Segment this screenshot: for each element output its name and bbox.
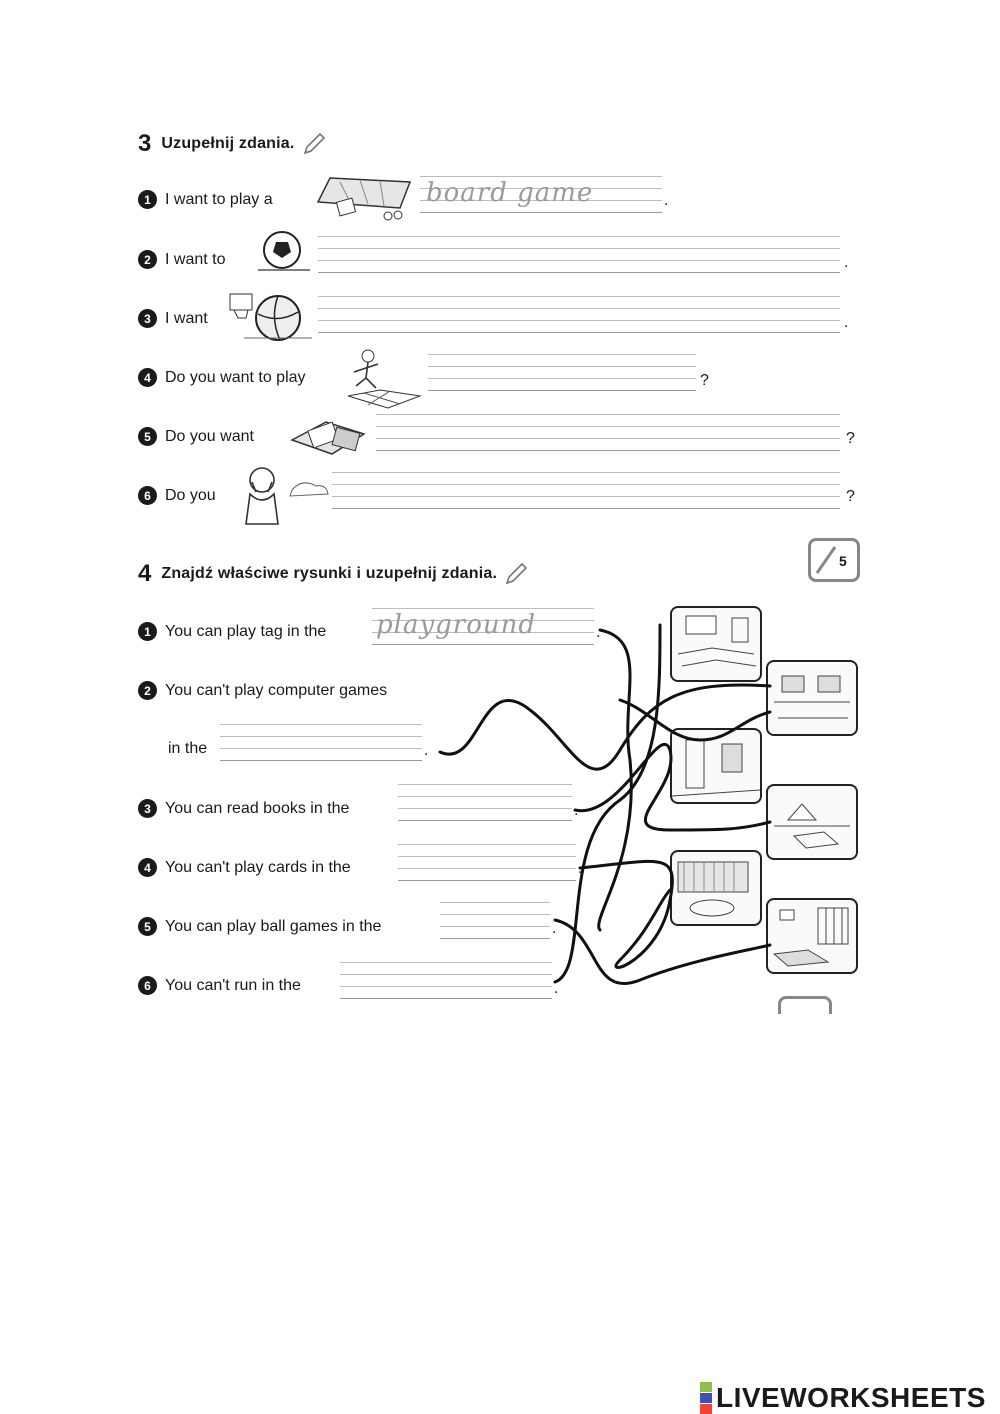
item-end-mark: ?: [700, 372, 709, 389]
answer-line-4-4[interactable]: [398, 844, 576, 884]
score-max: 5: [839, 553, 847, 569]
answer-line-4-5[interactable]: [440, 902, 550, 942]
cards-icon: [290, 421, 366, 455]
computer-room-icon: [774, 675, 850, 719]
item-end-mark: .: [664, 192, 669, 209]
answer-line-4-3[interactable]: [398, 784, 572, 824]
item-text: You can't run in the: [165, 976, 301, 994]
item-end-mark: .: [552, 920, 557, 937]
item-number-badge: 1: [138, 190, 157, 209]
answer-line-3-4[interactable]: [428, 354, 696, 394]
item-number-badge: 4: [138, 858, 157, 877]
item-text: You can play tag in the: [165, 622, 327, 640]
section3-number: 3: [138, 130, 152, 157]
picture-computer-room: [766, 660, 858, 736]
section4-item-2: 2 You can't play computer games: [138, 681, 387, 700]
item-end-mark: .: [596, 624, 601, 641]
traced-answer: board game: [426, 178, 594, 208]
picture-gym: [766, 898, 858, 974]
section3-item-5: 5 Do you want: [138, 427, 254, 446]
hopscotch-icon: [347, 349, 422, 409]
picture-corridor: [670, 728, 762, 804]
score-box: 5: [808, 538, 860, 582]
item-text: Do you want to play: [165, 368, 306, 386]
item-end-mark: ?: [846, 430, 855, 447]
item-text: You can play ball games in the: [165, 917, 382, 935]
pencil-icon: [303, 132, 325, 155]
picture-library: [670, 850, 762, 926]
section4-item-1: 1 You can play tag in the: [138, 622, 326, 641]
section3-header: 3 Uzupełnij zdania.: [138, 130, 327, 158]
item-text: I want to: [165, 250, 226, 268]
traced-answer: playground: [376, 610, 537, 640]
item-number-badge: 3: [138, 309, 157, 328]
answer-line-3-3[interactable]: [318, 296, 840, 336]
item-text: You can't play computer games: [165, 681, 388, 699]
item-end-mark: .: [844, 254, 849, 271]
classroom-icon: [677, 615, 757, 667]
section4-number: 4: [138, 560, 152, 587]
answer-line-3-1[interactable]: board game: [420, 176, 662, 216]
section4-header: 4 Znajdź właściwe rysunki i uzupełnij zd…: [138, 560, 529, 588]
section4-item-6: 6 You can't run in the: [138, 976, 301, 995]
section3-item-4: 4 Do you want to play: [138, 368, 306, 387]
score-slash: [815, 546, 837, 574]
corridor-icon: [672, 739, 760, 797]
item-number-badge: 3: [138, 799, 157, 818]
section4-item-3: 3 You can read books in the: [138, 799, 349, 818]
board-game-icon: [316, 177, 412, 221]
item-text-continued: in the: [168, 740, 208, 757]
pencil-icon: [505, 562, 528, 585]
item-text: I want to play a: [165, 190, 273, 208]
gym-icon: [772, 907, 849, 967]
footer-brand: LIVEWORKSHEETS: [700, 1382, 986, 1414]
item-number-badge: 6: [138, 976, 157, 995]
item-number-badge: 2: [138, 681, 157, 700]
answer-line-4-1[interactable]: playground: [372, 608, 594, 648]
section3-item-1: 1 I want to play a: [138, 190, 273, 209]
item-number-badge: 1: [138, 622, 157, 641]
answer-line-4-2[interactable]: [220, 724, 422, 764]
answer-line-3-2[interactable]: [318, 236, 840, 276]
score-box-partial: [778, 996, 832, 1029]
item-end-mark: .: [424, 742, 429, 759]
playground-icon: [774, 803, 850, 849]
brand-name: LIVEWORKSHEETS: [716, 1382, 986, 1413]
answer-line-3-5[interactable]: [376, 414, 840, 454]
matching-lines: [438, 623, 772, 985]
section3-item-2: 2 I want to: [138, 250, 225, 269]
section4-item-5: 5 You can play ball games in the: [138, 917, 381, 936]
answer-line-4-6[interactable]: [340, 962, 552, 1002]
item-end-mark: ?: [846, 488, 855, 505]
basketball-icon: [229, 293, 312, 341]
picture-classroom: [670, 606, 762, 682]
item-text: Do you: [165, 486, 216, 504]
item-end-mark: .: [844, 314, 849, 331]
section3-title: Uzupełnij zdania.: [161, 135, 295, 152]
picture-playground: [766, 784, 858, 860]
football-icon: [258, 231, 310, 271]
section3-item-6: 6 Do you: [138, 486, 216, 505]
item-end-mark: .: [554, 980, 559, 997]
section3-item-3: 3 I want: [138, 309, 208, 328]
section4-title: Znajdź właściwe rysunki i uzupełnij zdan…: [161, 565, 498, 582]
brand-logo-icon: [700, 1382, 712, 1414]
section4-item-4: 4 You can't play cards in the: [138, 858, 351, 877]
library-icon: [677, 861, 749, 917]
item-number-badge: 4: [138, 368, 157, 387]
item-text: You can read books in the: [165, 799, 350, 817]
page-cutoff: [760, 1014, 900, 1034]
item-number-badge: 6: [138, 486, 157, 505]
item-number-badge: 2: [138, 250, 157, 269]
answer-line-3-6[interactable]: [332, 472, 840, 512]
item-text: Do you want: [165, 427, 254, 445]
hide-and-seek-icon: [245, 467, 329, 525]
item-text: You can't play cards in the: [165, 858, 351, 876]
item-number-badge: 5: [138, 427, 157, 446]
item-number-badge: 5: [138, 917, 157, 936]
item-text: I want: [165, 309, 208, 327]
